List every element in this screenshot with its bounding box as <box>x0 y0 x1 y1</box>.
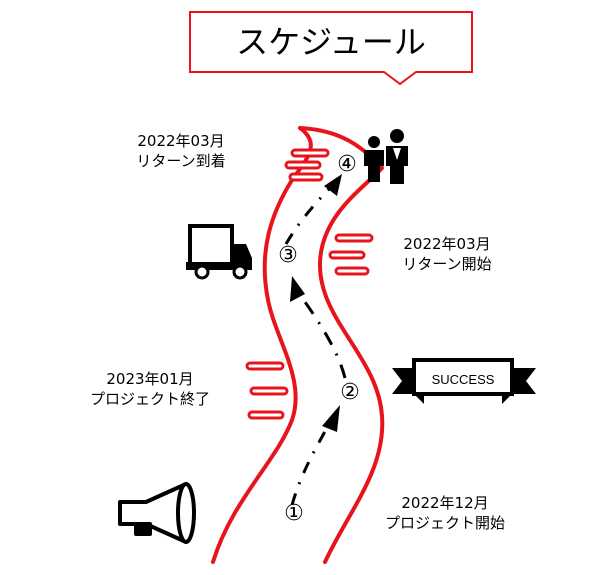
dash-mark <box>288 172 324 182</box>
milestone-event: リターン到着 <box>136 152 226 170</box>
page-title: スケジュール <box>236 23 426 61</box>
milestone-project-end: 2023年01月 プロジェクト終了 <box>70 369 230 409</box>
route-arrow-2 <box>290 276 305 302</box>
milestone-event: プロジェクト開始 <box>384 514 505 532</box>
success-banner-label: SUCCESS <box>432 372 495 387</box>
milestone-project-start: 2022年12月 プロジェクト開始 <box>370 493 520 533</box>
route-path-2 <box>296 291 347 379</box>
success-ribbon-icon <box>392 358 536 404</box>
road-left-edge <box>211 126 313 564</box>
step-marker-2: ② <box>340 380 360 405</box>
milestone-return-arrival: 2022年03月 リターン到着 <box>116 131 246 171</box>
dash-mark <box>249 386 289 396</box>
milestone-date: 2022年12月 <box>401 494 489 512</box>
route-arrow-1 <box>322 405 340 432</box>
step-marker-3: ③ <box>278 243 298 268</box>
milestone-event: リターン開始 <box>402 255 492 273</box>
dash-mark <box>284 160 322 170</box>
dash-mark <box>247 410 285 420</box>
people-icon <box>364 129 408 184</box>
milestone-date: 2022年03月 <box>137 132 225 150</box>
dash-mark <box>328 250 366 260</box>
dash-mark <box>245 361 285 371</box>
route-arrow-3 <box>324 174 342 196</box>
truck-icon <box>186 224 252 280</box>
megaphone-icon <box>118 482 196 544</box>
title-callout <box>189 11 473 86</box>
route-path <box>290 421 332 506</box>
step-marker-4: ④ <box>337 152 357 177</box>
dash-mark <box>334 266 370 276</box>
milestone-date: 2022年03月 <box>403 235 491 253</box>
dash-mark <box>334 233 374 243</box>
milestone-return-start: 2022年03月 リターン開始 <box>382 234 512 274</box>
step-marker-1: ① <box>284 501 304 526</box>
milestone-date: 2023年01月 <box>106 370 194 388</box>
dash-mark <box>290 148 330 158</box>
milestone-event: プロジェクト終了 <box>89 390 210 408</box>
